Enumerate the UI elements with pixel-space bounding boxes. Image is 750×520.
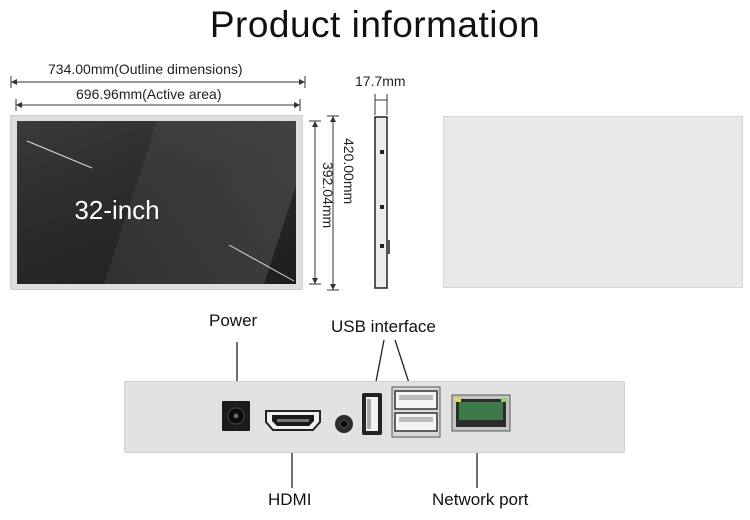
active-width-label: 696.96mm(Active area) [76,86,222,102]
page-title: Product information [209,4,541,45]
display-screen: 32-inch [17,121,296,284]
outline-height-label: 420.00mm [341,138,357,205]
outline-width-label: 734.00mm(Outline dimensions) [48,61,243,77]
front-view: 32-inch [10,115,303,290]
port-panel-details [222,386,511,438]
network-label: Network port [432,490,529,509]
side-profile [374,116,390,289]
hdmi-label: HDMI [268,490,312,509]
usb-port-double [391,386,441,438]
network-port [451,394,511,432]
active-height-label: 392.04mm [320,162,336,229]
usb-port-single [362,393,382,435]
power-label: Power [209,311,258,330]
usb-label: USB interface [331,317,436,336]
audio-jack [335,415,353,433]
power-jack [222,401,250,431]
rear-view [443,116,743,288]
hdmi-port [265,410,321,431]
usb-leader-2 [394,339,411,387]
thickness-label: 17.7mm [355,73,406,89]
screen-size-label: 32-inch [74,195,160,225]
screen-reflection-lines [26,140,295,282]
